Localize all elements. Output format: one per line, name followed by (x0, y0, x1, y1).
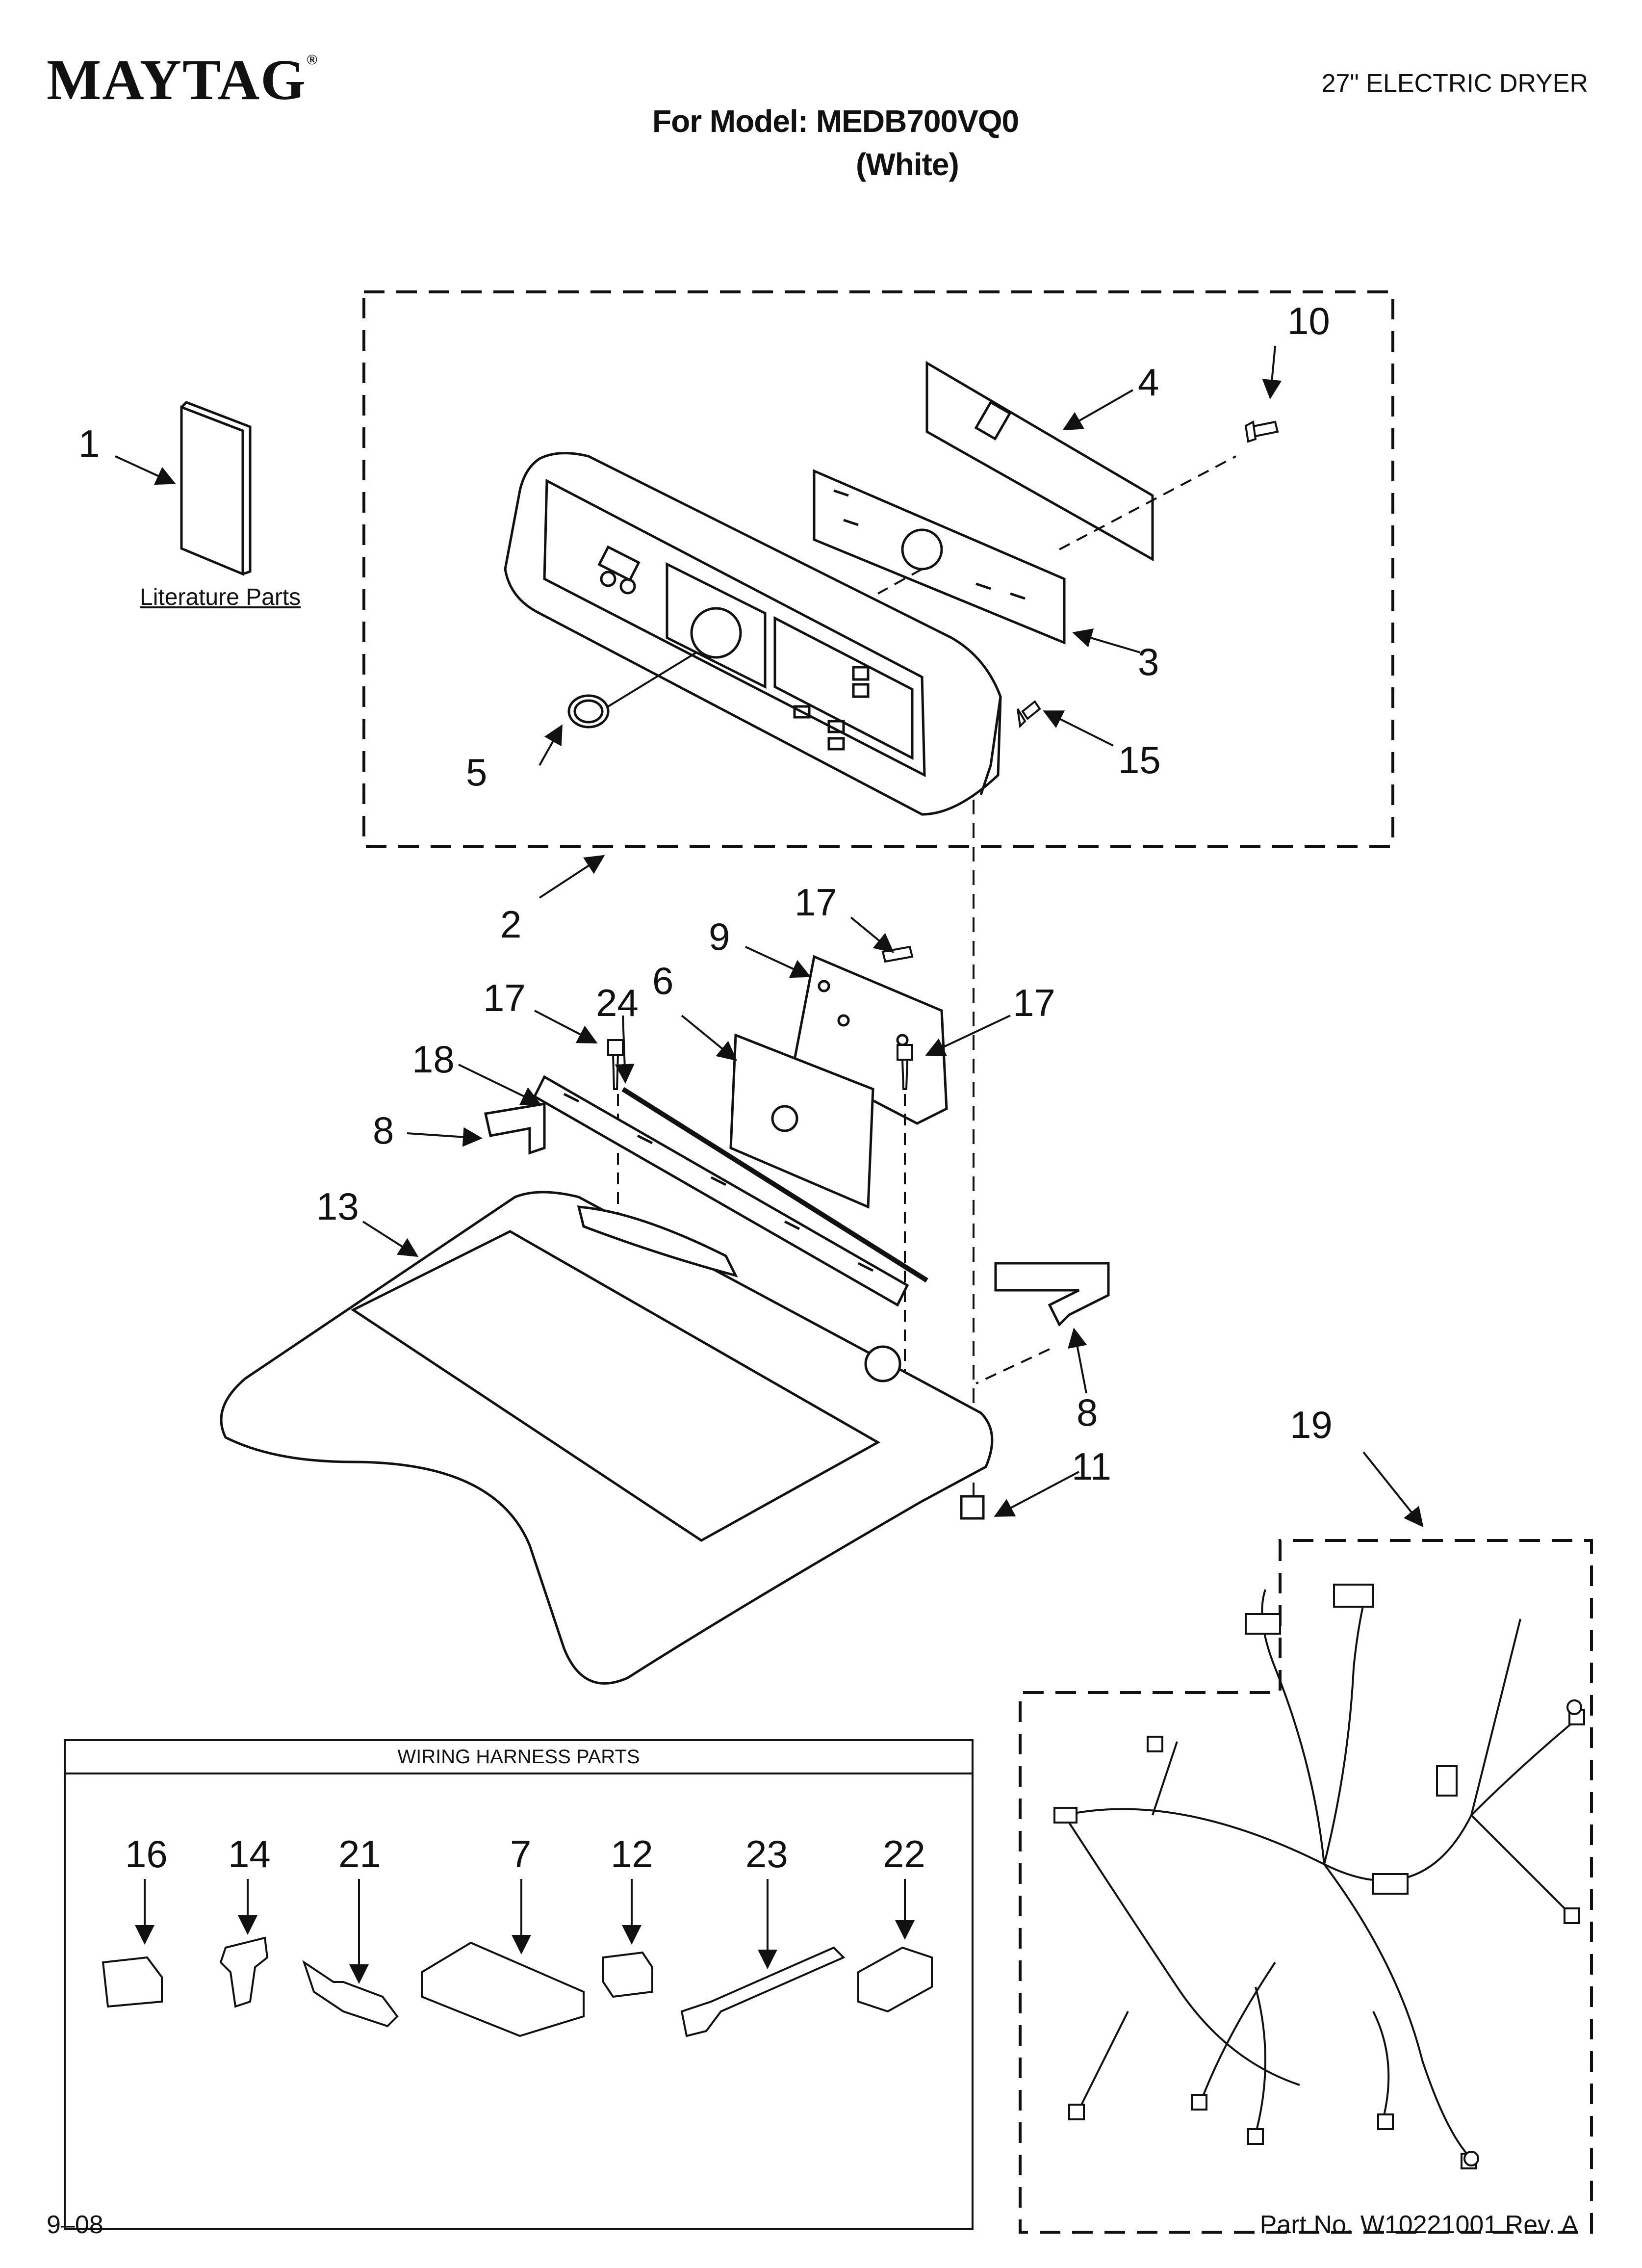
callout-8-left: 8 (373, 1109, 394, 1152)
callout-10: 10 (1287, 299, 1330, 342)
harness-connectors (1053, 1584, 1585, 2169)
callout-3: 3 (1138, 640, 1159, 683)
callout-harness-7: 7 (510, 1832, 532, 1876)
bracket (793, 955, 948, 1125)
screw-17c (897, 1044, 913, 1090)
part-14-icon (219, 1936, 269, 2008)
cushion-left (484, 1102, 546, 1155)
rod (621, 1087, 928, 1283)
callout-17-top: 17 (795, 881, 837, 924)
foot (960, 1495, 985, 1520)
console-panel (504, 452, 1002, 816)
callout-24: 24 (596, 981, 639, 1024)
callout-17-right: 17 (1013, 981, 1055, 1024)
callout-harness-14: 14 (228, 1832, 271, 1876)
console-assembly-box (362, 290, 1394, 848)
footer-part-number: Part No. W10221001 Rev. A (1259, 2211, 1578, 2239)
callout-harness-22: 22 (883, 1832, 925, 1876)
harness-parts-title: WIRING HARNESS PARTS (66, 1741, 972, 1774)
harness-box-outline (1019, 1539, 1593, 2234)
literature-parts-label: Literature Parts (140, 584, 301, 610)
harness-part-icons (102, 1936, 933, 2037)
part-7-icon (421, 1941, 585, 2037)
part-21-icon (302, 1960, 399, 2028)
callout-17-left: 17 (483, 976, 526, 1019)
callout-8-right: 8 (1077, 1391, 1098, 1434)
callout-15: 15 (1118, 738, 1161, 782)
screw-15 (1017, 700, 1041, 729)
part-22-icon (857, 1946, 933, 2013)
wiring-harness-parts-box: WIRING HARNESS PARTS (64, 1739, 974, 2230)
knob (567, 694, 610, 729)
callout-harness-12: 12 (611, 1832, 653, 1876)
callout-9: 9 (709, 915, 730, 958)
model-variant: (White) (856, 147, 959, 182)
footer-date: 9–08 (47, 2211, 103, 2239)
electronic-board (729, 1033, 874, 1209)
screw-17b (607, 1039, 624, 1090)
callout-6: 6 (652, 959, 674, 1002)
callout-18: 18 (412, 1038, 455, 1081)
display-board (925, 361, 1154, 562)
dryer-top-panel (220, 1191, 994, 1685)
cushion-right (994, 1262, 1110, 1327)
brand-logo: MAYTAG® (47, 48, 319, 112)
callout-4: 4 (1138, 361, 1159, 404)
callout-harness-16: 16 (125, 1832, 168, 1876)
callout-arrows (115, 345, 1424, 1984)
product-type: 27" ELECTRIC DRYER (1321, 69, 1588, 98)
screw-17a (881, 945, 914, 963)
literature-booklet (180, 401, 252, 576)
wiring-harness (1063, 1584, 1580, 2160)
model-title: For Model: MEDB700VQ0 (652, 104, 1019, 139)
screw-10 (1244, 420, 1279, 443)
callout-13: 13 (316, 1185, 359, 1228)
part-16-icon (102, 1956, 163, 2008)
callout-harness-23: 23 (745, 1832, 788, 1876)
callout-5: 5 (466, 751, 487, 794)
callout-1: 1 (78, 422, 100, 465)
part-23-icon (680, 1946, 846, 2037)
callout-2: 2 (500, 903, 522, 946)
callout-19: 19 (1290, 1403, 1333, 1446)
callout-11: 11 (1072, 1445, 1111, 1488)
control-board (813, 469, 1066, 645)
callout-harness-21: 21 (338, 1832, 381, 1876)
part-12-icon (602, 1951, 653, 1998)
